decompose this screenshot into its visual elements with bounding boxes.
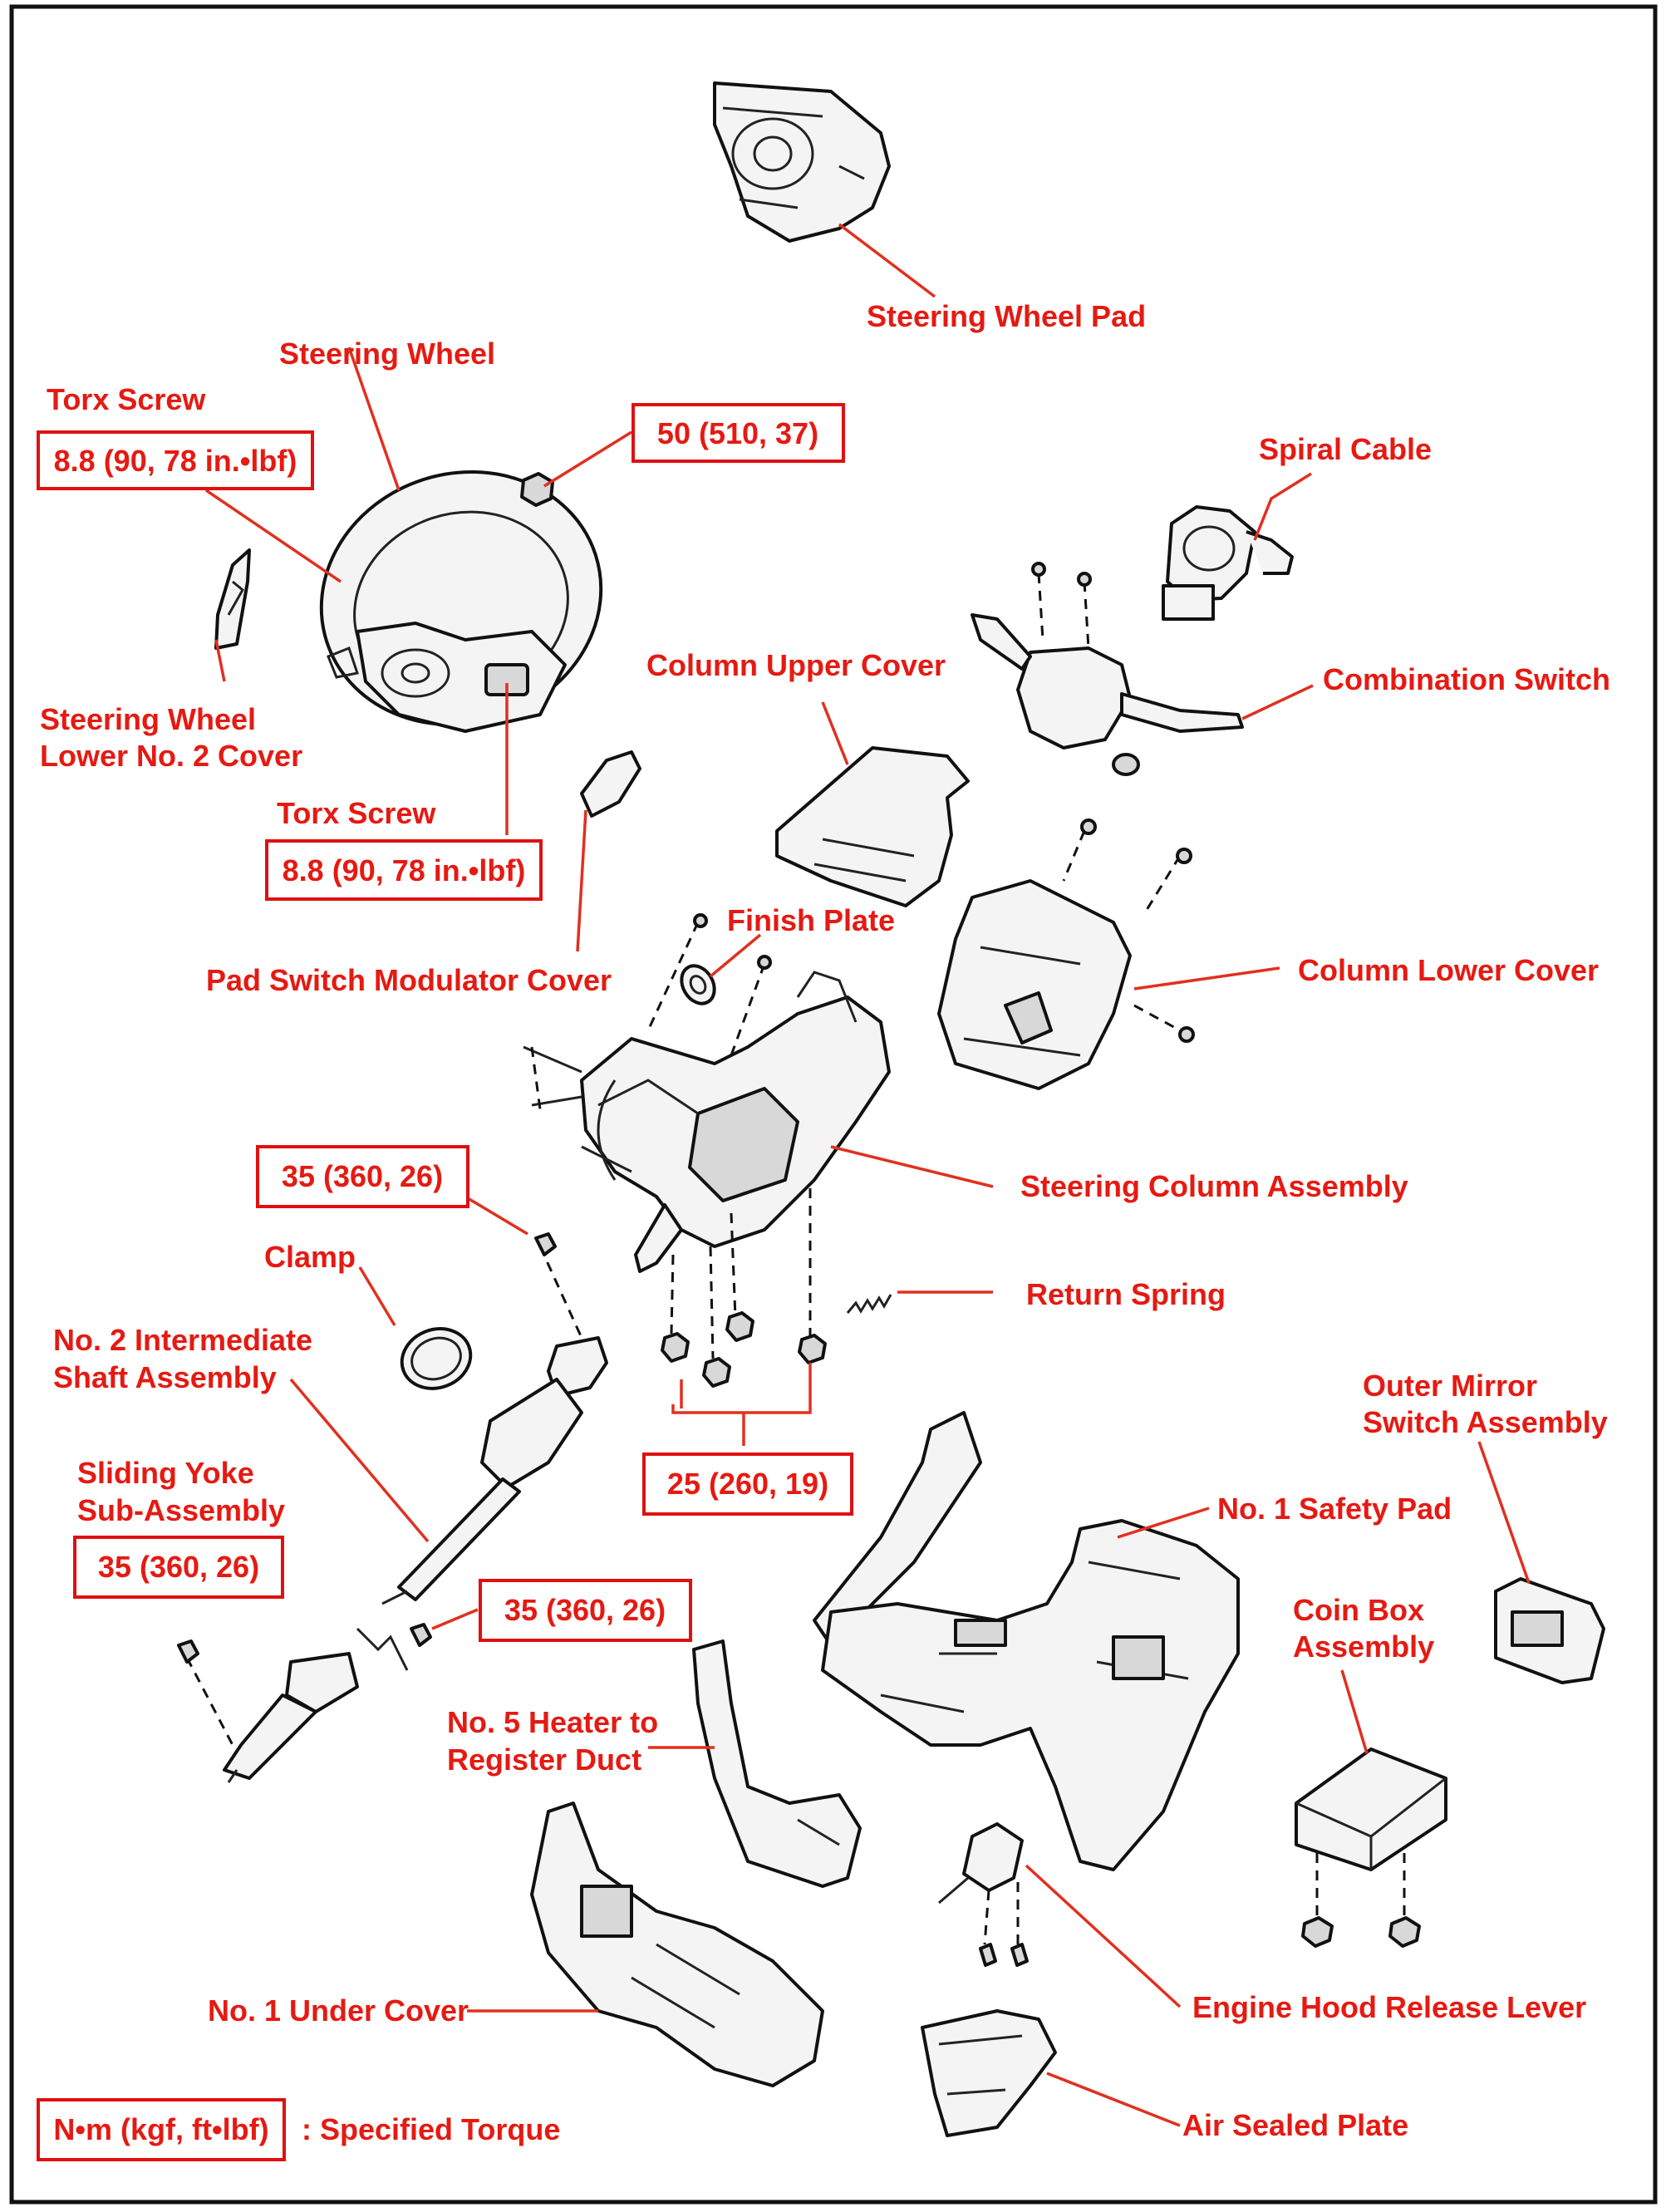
label-outer-mirror-line2: Switch Assembly — [1363, 1405, 1608, 1439]
label-return-spring: Return Spring — [1026, 1277, 1226, 1311]
label-no2-shaft-line1: No. 2 Intermediate — [53, 1323, 312, 1357]
label-no1-under-cover: No. 1 Under Cover — [208, 1993, 469, 2028]
lower-no2-cover-drawing — [214, 548, 251, 650]
finish-plate-drawing — [646, 913, 772, 1056]
label-outer-mirror-line1: Outer Mirror — [1363, 1369, 1537, 1403]
torque-shaft-bolt: 35 (360, 26) — [282, 1159, 443, 1193]
label-no2-shaft-line2: Shaft Assembly — [53, 1360, 277, 1394]
label-air-sealed-plate: Air Sealed Plate — [1182, 2108, 1408, 2142]
label-coin-box-line2: Assembly — [1293, 1630, 1434, 1664]
label-heater-duct-line1: No. 5 Heater to — [447, 1705, 658, 1739]
label-lower-cover-line2: Lower No. 2 Cover — [40, 739, 302, 773]
leader-lines — [205, 223, 1531, 2127]
label-engine-hood-release-lever: Engine Hood Release Lever — [1192, 1990, 1586, 2024]
hood-release-lever-drawing — [938, 1822, 1029, 1967]
label-sliding-yoke-line1: Sliding Yoke — [77, 1456, 254, 1490]
torque-box-shaft-bolt — [256, 1145, 469, 1208]
steering-column-assembly-drawing — [523, 971, 891, 1388]
label-no1-safety-pad: No. 1 Safety Pad — [1217, 1492, 1452, 1526]
label-column-lower-cover: Column Lower Cover — [1298, 953, 1599, 987]
safety-pad-drawing — [813, 1411, 1240, 1871]
label-steering-wheel: Steering Wheel — [279, 337, 495, 371]
label-spiral-cable: Spiral Cable — [1259, 432, 1432, 466]
torque-box-wheel-nut — [632, 403, 845, 463]
label-finish-plate: Finish Plate — [727, 903, 895, 937]
steering-wheel-drawing — [319, 469, 603, 733]
wheel-nut-drawing — [520, 472, 554, 507]
return-spring-drawing — [846, 1294, 892, 1314]
air-sealed-plate-drawing — [921, 2009, 1057, 2137]
label-sliding-yoke-line2: Sub-Assembly — [77, 1493, 285, 1527]
label-coin-box-line1: Coin Box — [1293, 1593, 1424, 1627]
torque-column-nuts: 25 (260, 19) — [667, 1467, 828, 1501]
label-heater-duct-line2: Register Duct — [447, 1743, 641, 1777]
label-clamp: Clamp — [264, 1240, 356, 1274]
column-lower-cover-drawing — [937, 818, 1195, 1090]
torque-box-torx-bottom — [265, 839, 543, 901]
combination-switch-drawing — [971, 562, 1244, 776]
label-torx-screw-top: Torx Screw — [47, 382, 206, 416]
steering-wheel-pad-drawing — [713, 81, 891, 243]
torque-torx-top: 8.8 (90, 78 in.•lbf) — [54, 444, 297, 478]
torque-box-legend — [37, 2098, 286, 2161]
label-pad-switch-modulator-cover: Pad Switch Modulator Cover — [206, 963, 612, 997]
spiral-cable-drawing — [1162, 505, 1294, 621]
label-torx-screw-bottom: Torx Screw — [277, 796, 436, 830]
torque-torx-bottom: 8.8 (90, 78 in.•lbf) — [283, 853, 526, 887]
torque-yoke-bolt-right: 35 (360, 26) — [504, 1593, 666, 1627]
label-specified-torque: : Specified Torque — [302, 2112, 560, 2146]
pad-switch-modulator-cover-drawing — [580, 750, 641, 818]
torque-wheel-nut: 50 (510, 37) — [657, 416, 818, 450]
column-upper-cover-drawing — [775, 746, 970, 907]
intermediate-shaft-drawing — [381, 1232, 608, 1605]
coin-box-drawing — [1295, 1747, 1447, 1948]
torque-box-yoke-bolt-left — [73, 1536, 284, 1599]
torque-box-torx-top — [37, 430, 314, 490]
heater-duct-drawing — [692, 1639, 862, 1888]
torque-box-yoke-bolt-right — [479, 1579, 692, 1642]
outer-mirror-switch-drawing — [1494, 1577, 1605, 1684]
label-steering-wheel-pad: Steering Wheel Pad — [867, 299, 1146, 333]
sliding-yoke-drawing — [177, 1623, 432, 1783]
torque-yoke-bolt-left: 35 (360, 26) — [98, 1550, 259, 1584]
label-steering-column-assembly: Steering Column Assembly — [1020, 1169, 1408, 1203]
label-combination-switch: Combination Switch — [1323, 662, 1610, 696]
under-cover-drawing — [530, 1802, 824, 2087]
label-lower-cover-line1: Steering Wheel — [40, 702, 256, 736]
label-column-upper-cover: Column Upper Cover — [646, 648, 946, 682]
legend-torque-unit: N•m (kgf, ft•lbf) — [53, 2112, 268, 2146]
clamp-drawing — [400, 1327, 473, 1390]
outer-frame — [9, 4, 1658, 2205]
torque-box-column-nuts — [642, 1453, 853, 1516]
